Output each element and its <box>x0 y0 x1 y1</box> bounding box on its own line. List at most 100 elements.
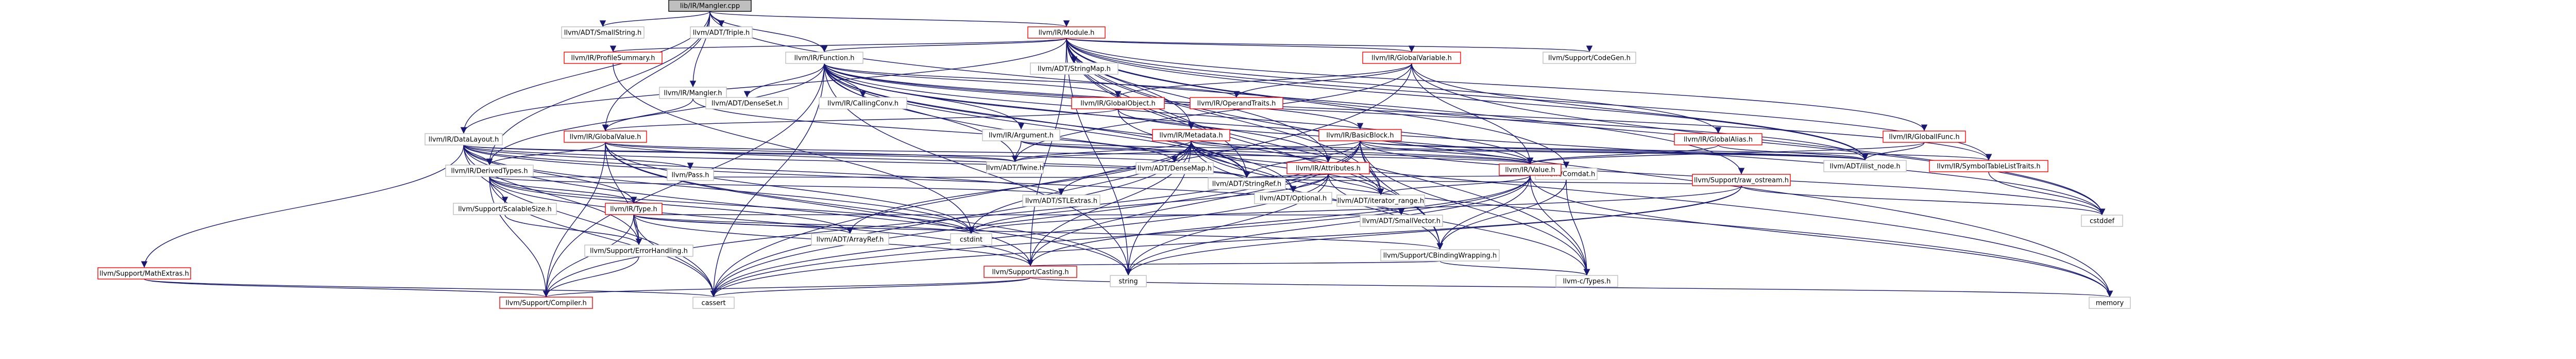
node-symboltable[interactable]: llvm/IR/SymbolTableListTraits.h <box>1929 160 2048 172</box>
node-operandtraits[interactable]: llvm/IR/OperandTraits.h <box>1190 97 1283 109</box>
node-box <box>690 26 753 39</box>
node-attributes[interactable]: llvm/IR/Attributes.h <box>1286 162 1370 174</box>
node-ilist_node[interactable]: llvm/ADT/ilist_node.h <box>1823 160 1907 172</box>
node-basicblock[interactable]: llvm/IR/BasicBlock.h <box>1318 129 1402 141</box>
node-label: llvm/IR/Attributes.h <box>1296 165 1361 173</box>
edge-attributes-to-cstdint <box>968 173 1329 234</box>
node-box <box>453 203 557 215</box>
node-label: llvm/ADT/ilist_node.h <box>1829 163 1900 171</box>
edge-function-to-cassert <box>710 63 825 298</box>
node-densemap[interactable]: llvm/ADT/DenseMap.h <box>1136 162 1214 174</box>
node-pass[interactable]: llvm/Pass.h <box>667 169 714 181</box>
node-datalayout[interactable]: llvm/IR/DataLayout.h <box>425 133 503 145</box>
edge-derivedtypes-to-cassert <box>489 176 717 298</box>
edge-metadata-to-arrayref <box>846 140 1192 234</box>
node-mangler[interactable]: llvm/IR/Mangler.h <box>659 87 727 99</box>
node-smallstring[interactable]: llvm/ADT/SmallString.h <box>561 26 645 39</box>
node-function[interactable]: llvm/IR/Function.h <box>785 52 863 64</box>
node-profilesummary[interactable]: llvm/IR/ProfileSummary.h <box>564 52 663 64</box>
edge-globalvariable-to-globalobject <box>1114 63 1412 98</box>
node-cassert[interactable]: cassert <box>692 297 735 309</box>
edge-derivedtypes-to-arrayref <box>489 176 854 234</box>
edge-derivedtypes-to-compiler <box>489 176 550 298</box>
node-cstddef[interactable]: cstddef <box>2081 215 2123 227</box>
node-errorhandling[interactable]: llvm/Support/ErrorHandling.h <box>584 244 693 257</box>
node-box <box>1027 26 1106 39</box>
edge-module-to-codegen <box>1066 38 1592 53</box>
edge-casting-to-memory <box>1030 277 2112 298</box>
node-label: llvm/Support/CodeGen.h <box>1548 55 1631 62</box>
node-globalvariable[interactable]: llvm/IR/GlobalVariable.h <box>1362 52 1461 64</box>
node-globalobject[interactable]: llvm/IR/GlobalObject.h <box>1071 97 1165 109</box>
node-cstdint[interactable]: cstdint <box>950 233 992 246</box>
edge-basicblock-to-symboltable <box>1360 140 1992 161</box>
node-box <box>1336 194 1425 207</box>
node-iterator_range[interactable]: llvm/ADT/iterator_range.h <box>1336 194 1425 207</box>
node-globalvalue[interactable]: llvm/IR/GlobalValue.h <box>564 130 647 143</box>
node-globalalias[interactable]: llvm/IR/GlobalAlias.h <box>1674 133 1762 145</box>
node-twine[interactable]: llvm/ADT/Twine.h <box>986 161 1044 174</box>
node-label: llvm/ADT/ArrayRef.h <box>817 236 884 244</box>
node-ctypes[interactable]: llvm-c/Types.h <box>1555 275 1618 287</box>
node-compiler[interactable]: llvm/Support/Compiler.h <box>499 297 593 309</box>
edge-value-to-cassert <box>710 175 1531 298</box>
node-box <box>1543 52 1636 64</box>
node-cbinding[interactable]: llvm/Support/CBindingWrapping.h <box>1380 249 1500 262</box>
edge-raw_ostream-to-cstddef <box>1741 185 2105 216</box>
node-smallvector[interactable]: llvm/ADT/SmallVector.h <box>1360 215 1443 227</box>
edge-module-to-datalayout <box>460 38 1067 134</box>
node-label: llvm/ADT/DenseMap.h <box>1138 165 1212 173</box>
node-box <box>1136 162 1214 174</box>
node-densemap_set[interactable]: llvm/ADT/DenseSet.h <box>705 97 789 109</box>
node-label: llvm/IR/ProfileSummary.h <box>571 55 655 62</box>
node-box <box>1499 164 1562 176</box>
edge-metadata-to-stlextras <box>1058 140 1192 195</box>
node-label: llvm/ADT/iterator_range.h <box>1337 198 1424 205</box>
node-label: lib/IR/Mangler.cpp <box>680 3 740 10</box>
node-argument[interactable]: llvm/IR/Argument.h <box>982 129 1060 141</box>
node-label: llvm/IR/Metadata.h <box>1159 132 1223 140</box>
node-globalifunc[interactable]: llvm/IR/GlobalIFunc.h <box>1883 130 1966 143</box>
edge-basicblock-to-ctypes <box>1360 140 1590 276</box>
node-arrayref[interactable]: llvm/ADT/ArrayRef.h <box>811 233 889 246</box>
node-root: lib/IR/Mangler.cpp <box>668 0 752 12</box>
node-label: llvm/IR/Type.h <box>610 206 657 214</box>
node-stringref[interactable]: llvm/ADT/StringRef.h <box>1208 177 1286 190</box>
edge-attributes-to-cassert <box>710 173 1329 298</box>
edge-comdat-to-ctypes <box>1566 179 1590 276</box>
node-label: llvm/IR/Argument.h <box>989 132 1054 140</box>
node-raw_ostream[interactable]: llvm/Support/raw_ostream.h <box>1692 174 1791 186</box>
edge-metadata-to-ilist_node <box>1191 140 1868 161</box>
node-stringmap[interactable]: llvm/ADT/StringMap.h <box>1030 62 1118 75</box>
node-type[interactable]: llvm/IR/Type.h <box>605 203 663 215</box>
node-box <box>1318 129 1402 141</box>
node-mathextras[interactable]: llvm/Support/MathExtras.h <box>97 267 191 280</box>
node-stlextras[interactable]: llvm/ADT/STLExtras.h <box>1022 194 1100 207</box>
node-module[interactable]: llvm/IR/Module.h <box>1027 26 1106 39</box>
edge-basicblock-to-stringref <box>1243 140 1361 178</box>
node-string[interactable]: string <box>1110 275 1147 287</box>
node-box <box>811 233 889 246</box>
node-label: llvm/ADT/SmallVector.h <box>1362 218 1440 225</box>
node-scalablesize[interactable]: llvm/Support/ScalableSize.h <box>453 203 557 215</box>
edge-datalayout-to-errorhandling <box>463 144 642 246</box>
node-optional[interactable]: llvm/ADT/Optional.h <box>1254 192 1332 204</box>
node-codegen[interactable]: llvm/Support/CodeGen.h <box>1543 52 1636 64</box>
node-callingconv[interactable]: llvm/IR/CallingConv.h <box>819 97 907 109</box>
edge-mathextras-to-compiler <box>144 279 549 298</box>
node-casting[interactable]: llvm/Support/Casting.h <box>984 266 1077 278</box>
edge-derivedtypes-to-cstdint <box>489 176 975 234</box>
node-box <box>785 52 863 64</box>
node-memory[interactable]: memory <box>2089 297 2131 309</box>
node-metadata[interactable]: llvm/IR/Metadata.h <box>1152 129 1230 141</box>
edge-metadata-to-iterator_range <box>1191 140 1384 195</box>
edge-raw_ostream-to-cstdint <box>968 185 1742 234</box>
node-box <box>1110 275 1147 287</box>
node-value[interactable]: llvm/IR/Value.h <box>1499 164 1562 176</box>
node-derivedtypes[interactable]: llvm/IR/DerivedTypes.h <box>445 165 534 177</box>
node-box <box>564 130 647 143</box>
node-box <box>2081 215 2123 227</box>
edge-mangler-to-globalvalue <box>602 98 693 132</box>
node-triple[interactable]: llvm/ADT/Triple.h <box>690 26 753 39</box>
